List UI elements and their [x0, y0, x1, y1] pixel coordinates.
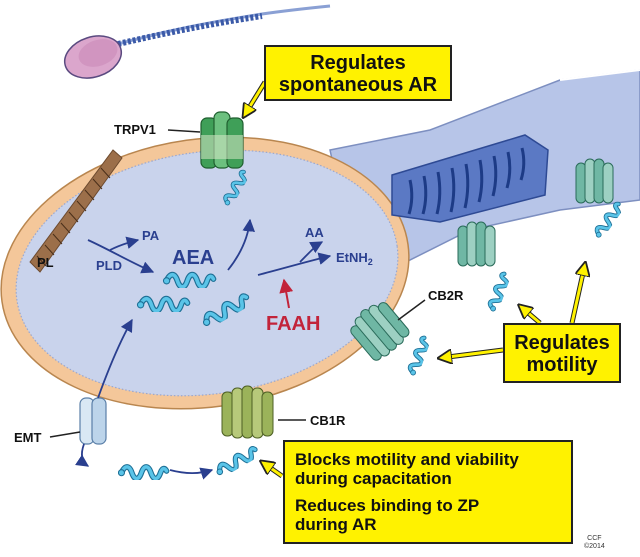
credit-line1: CCF [587, 535, 602, 542]
callout-arrow-blocks [262, 462, 283, 478]
callout-arrow-motility-2 [520, 306, 541, 325]
faah-arrow [279, 278, 294, 309]
sperm-head-cell [0, 136, 410, 410]
callout-ar-line2: spontaneous AR [278, 74, 438, 96]
aea-molecule-icon [408, 337, 430, 377]
cb2r-receptor-icon [350, 302, 410, 361]
midpiece [391, 134, 549, 223]
aa-label: AA [305, 225, 324, 240]
sperm-icon [63, 4, 331, 79]
aea-molecule-icon [593, 202, 623, 239]
pa-arrow [109, 236, 140, 251]
aea-hydrolysis-arrow [257, 252, 332, 276]
emt-out-arrow [75, 443, 90, 467]
cb2r-tail-receptor-icon [575, 158, 614, 204]
pld-arrow [87, 239, 155, 274]
cb2r-tail-receptor-icon [457, 221, 496, 267]
emt-transporter-icon [79, 397, 107, 445]
emt-to-aea-arrow [97, 318, 133, 399]
callout-arrow-ar [244, 81, 267, 116]
cb1r-label: CB1R [310, 413, 346, 428]
callout-blocks-line4: during AR [295, 515, 377, 534]
callout-spontaneous-ar: Regulates spontaneous AR [264, 45, 452, 101]
aea-up-arrow [227, 218, 256, 271]
faah-label: FAAH [266, 313, 320, 335]
callout-blocks-line1: Blocks motility and viability [295, 450, 519, 469]
pld-label: PLD [96, 258, 122, 273]
aea-molecule-icon [488, 273, 510, 313]
callout-blocks-line2: during capacitation [295, 469, 452, 488]
emt-label: EMT [14, 430, 42, 445]
callout-arrow-motility-3 [570, 264, 585, 324]
etnh2-label: EtNH2 [336, 250, 373, 267]
copyright-credit: CCF ©2014 [584, 535, 605, 551]
callout-arrow-motility-1 [440, 348, 504, 358]
aea-label: AEA [172, 247, 214, 269]
pl-label: PL [37, 255, 54, 270]
callout-blocks-line3: Reduces binding to ZP [295, 496, 480, 515]
pl-region [29, 149, 123, 273]
aea-to-cb1r-arrow [169, 467, 214, 480]
aea-molecule-icon [118, 467, 166, 479]
pa-label: PA [142, 228, 160, 243]
callout-motility: Regulates motility [503, 323, 621, 383]
trpv1-label: TRPV1 [114, 122, 156, 137]
trpv1-channel-icon [200, 111, 244, 169]
cb2r-label: CB2R [428, 288, 464, 303]
aea-molecule-icon [215, 446, 259, 478]
callout-blocks-motility: Blocks motility and viability during cap… [283, 440, 573, 544]
credit-line2: ©2014 [584, 543, 605, 550]
callout-motility-line2: motility [526, 354, 598, 376]
cb1r-receptor-icon [221, 385, 274, 439]
callout-ar-line1: Regulates [310, 52, 406, 74]
callout-motility-line1: Regulates [514, 332, 610, 354]
aa-arrow [299, 241, 324, 263]
